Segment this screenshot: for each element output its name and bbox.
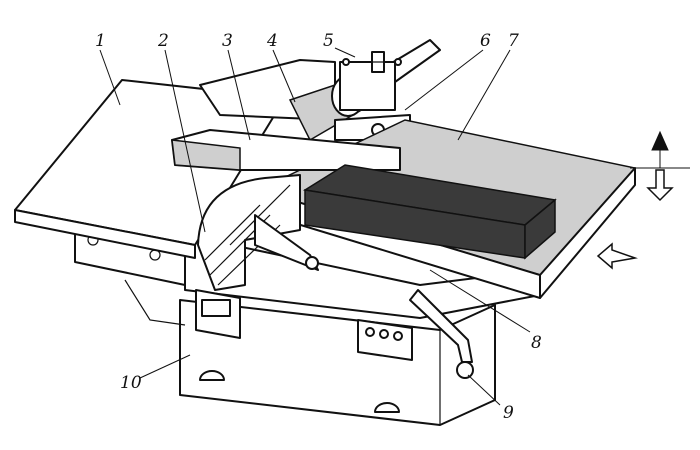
guide-fence bbox=[171, 129, 401, 171]
callout-8: 8 bbox=[531, 333, 542, 353]
feed-arrow-icon bbox=[596, 242, 638, 270]
callout-5: 5 bbox=[323, 31, 334, 51]
fan-guard bbox=[197, 174, 319, 291]
callout-labels: 1 2 3 4 5 6 7 8 9 10 bbox=[95, 31, 542, 423]
callout-7: 7 bbox=[508, 31, 519, 51]
arrow-down-outline-icon bbox=[646, 169, 674, 202]
arrow-up-filled-icon bbox=[651, 130, 669, 168]
callout-6: 6 bbox=[480, 31, 491, 51]
callout-3: 3 bbox=[222, 31, 233, 51]
callout-9: 9 bbox=[503, 403, 514, 423]
callout-10: 10 bbox=[120, 373, 142, 393]
control-panel bbox=[195, 289, 413, 361]
callout-1: 1 bbox=[95, 31, 106, 51]
workpiece bbox=[302, 164, 557, 260]
leader-lines bbox=[99, 47, 531, 406]
adjust-lever bbox=[409, 289, 474, 379]
callout-2: 2 bbox=[157, 31, 169, 51]
callout-4: 4 bbox=[266, 31, 278, 51]
